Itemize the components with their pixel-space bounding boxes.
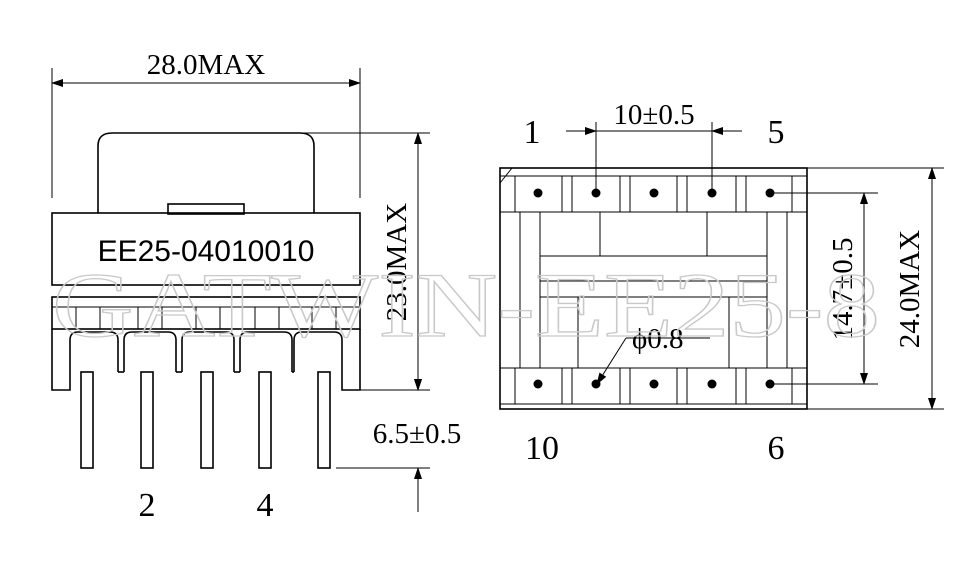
row-spacing-text: 14.7±0.5 [827,238,859,341]
pin-3 [200,371,214,469]
label-body [51,212,361,286]
watermark: GATWIN-EE25-8 [52,254,880,356]
core-tab [167,203,245,215]
standoff-3 [181,331,235,372]
hole-10 [533,379,543,389]
height-dim-text: 23.0MAX [381,203,413,321]
outline [499,167,808,410]
pin-label-6: 6 [768,430,785,467]
standoff-2 [123,331,177,372]
pin-spacing-text: 10±0.5 [613,99,694,131]
pin-length-dim-text: 6.5±0.5 [373,418,461,450]
front-view: 28.0MAX 23.0MAX 6.5±0.5 EE25-04010010 2 … [51,49,461,524]
depth-dim-text: 24.0MAX [894,230,926,348]
hole-dim-text: ϕ0.8 [632,323,684,355]
hole-8 [649,379,659,389]
width-dim-text: 28.0MAX [147,49,265,81]
bottom-row-cells [561,368,747,404]
hole-7 [707,379,717,389]
pin-label-2: 2 [139,487,156,524]
pin-view: 10±0.5 1 5 14.7±0.5 24.0MAX ϕ0.8 10 6 [499,99,944,467]
pin-label-10: 10 [525,430,559,467]
pin-label-1: 1 [524,114,541,151]
pin-label-5: 5 [768,114,785,151]
pin-label-4: 4 [257,487,274,524]
hole-1 [533,188,543,198]
part-label: EE25-04010010 [98,235,315,268]
pin-1 [80,371,94,469]
standoff-4 [239,331,293,372]
pin-2 [140,371,154,469]
pin-4 [258,371,272,469]
standoff-right [293,329,361,391]
top-row-cells [561,176,747,212]
pin-5 [317,371,331,469]
core-top [97,132,315,213]
hole-3 [649,188,659,198]
standoff-left [51,329,119,391]
